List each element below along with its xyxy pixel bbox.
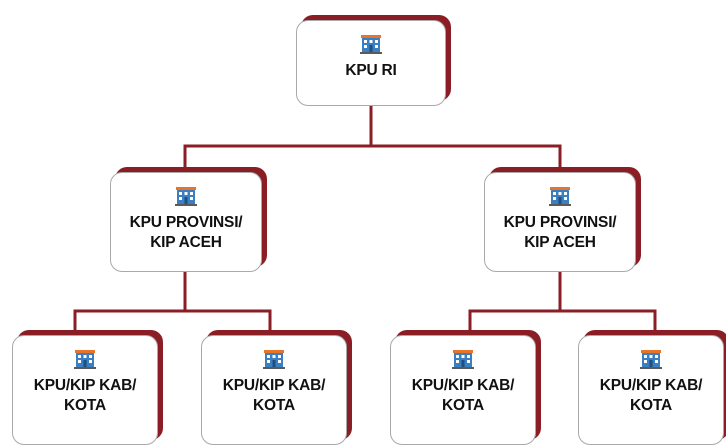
node-label-line1: KPU/KIP KAB/	[33, 377, 137, 394]
node-label-line1: KPU/KIP KAB/	[222, 377, 326, 394]
building-icon	[175, 187, 197, 206]
org-node-kab-kota-2: KPU/KIP KAB/ KOTA	[201, 335, 347, 445]
node-label-line1: KPU PROVINSI/	[129, 214, 243, 231]
building-icon	[263, 350, 285, 369]
node-label: KPU/KIP KAB/ KOTA	[599, 376, 703, 416]
org-node-kab-kota-4: KPU/KIP KAB/ KOTA	[578, 335, 724, 445]
org-node-kab-kota-3: KPU/KIP KAB/ KOTA	[390, 335, 536, 445]
org-node-kpu-ri: KPU RI	[296, 20, 446, 106]
building-icon	[640, 350, 662, 369]
connector-lines	[73, 103, 657, 337]
node-label: KPU RI	[345, 61, 397, 81]
node-label-line2: KIP ACEH	[150, 234, 222, 251]
node-label-line2: KOTA	[630, 397, 672, 414]
node-label-line2: KOTA	[64, 397, 106, 414]
node-label: KPU PROVINSI/ KIP ACEH	[130, 213, 243, 253]
building-icon	[360, 35, 382, 54]
node-label-line2: KOTA	[442, 397, 484, 414]
node-label: KPU/KIP KAB/ KOTA	[222, 376, 326, 416]
node-label-line1: KPU RI	[345, 62, 397, 79]
node-label: KPU/KIP KAB/ KOTA	[411, 376, 515, 416]
org-node-kab-kota-1: KPU/KIP KAB/ KOTA	[12, 335, 158, 445]
node-label-line1: KPU PROVINSI/	[503, 214, 617, 231]
building-icon	[549, 187, 571, 206]
node-label-line1: KPU/KIP KAB/	[411, 377, 515, 394]
node-label: KPU/KIP KAB/ KOTA	[33, 376, 137, 416]
node-label-line2: KOTA	[253, 397, 295, 414]
node-label-line1: KPU/KIP KAB/	[599, 377, 703, 394]
org-node-provinsi-1: KPU PROVINSI/ KIP ACEH	[110, 172, 262, 272]
node-label: KPU PROVINSI/ KIP ACEH	[504, 213, 617, 253]
building-icon	[74, 350, 96, 369]
building-icon	[452, 350, 474, 369]
node-label-line2: KIP ACEH	[524, 234, 596, 251]
org-node-provinsi-2: KPU PROVINSI/ KIP ACEH	[484, 172, 636, 272]
